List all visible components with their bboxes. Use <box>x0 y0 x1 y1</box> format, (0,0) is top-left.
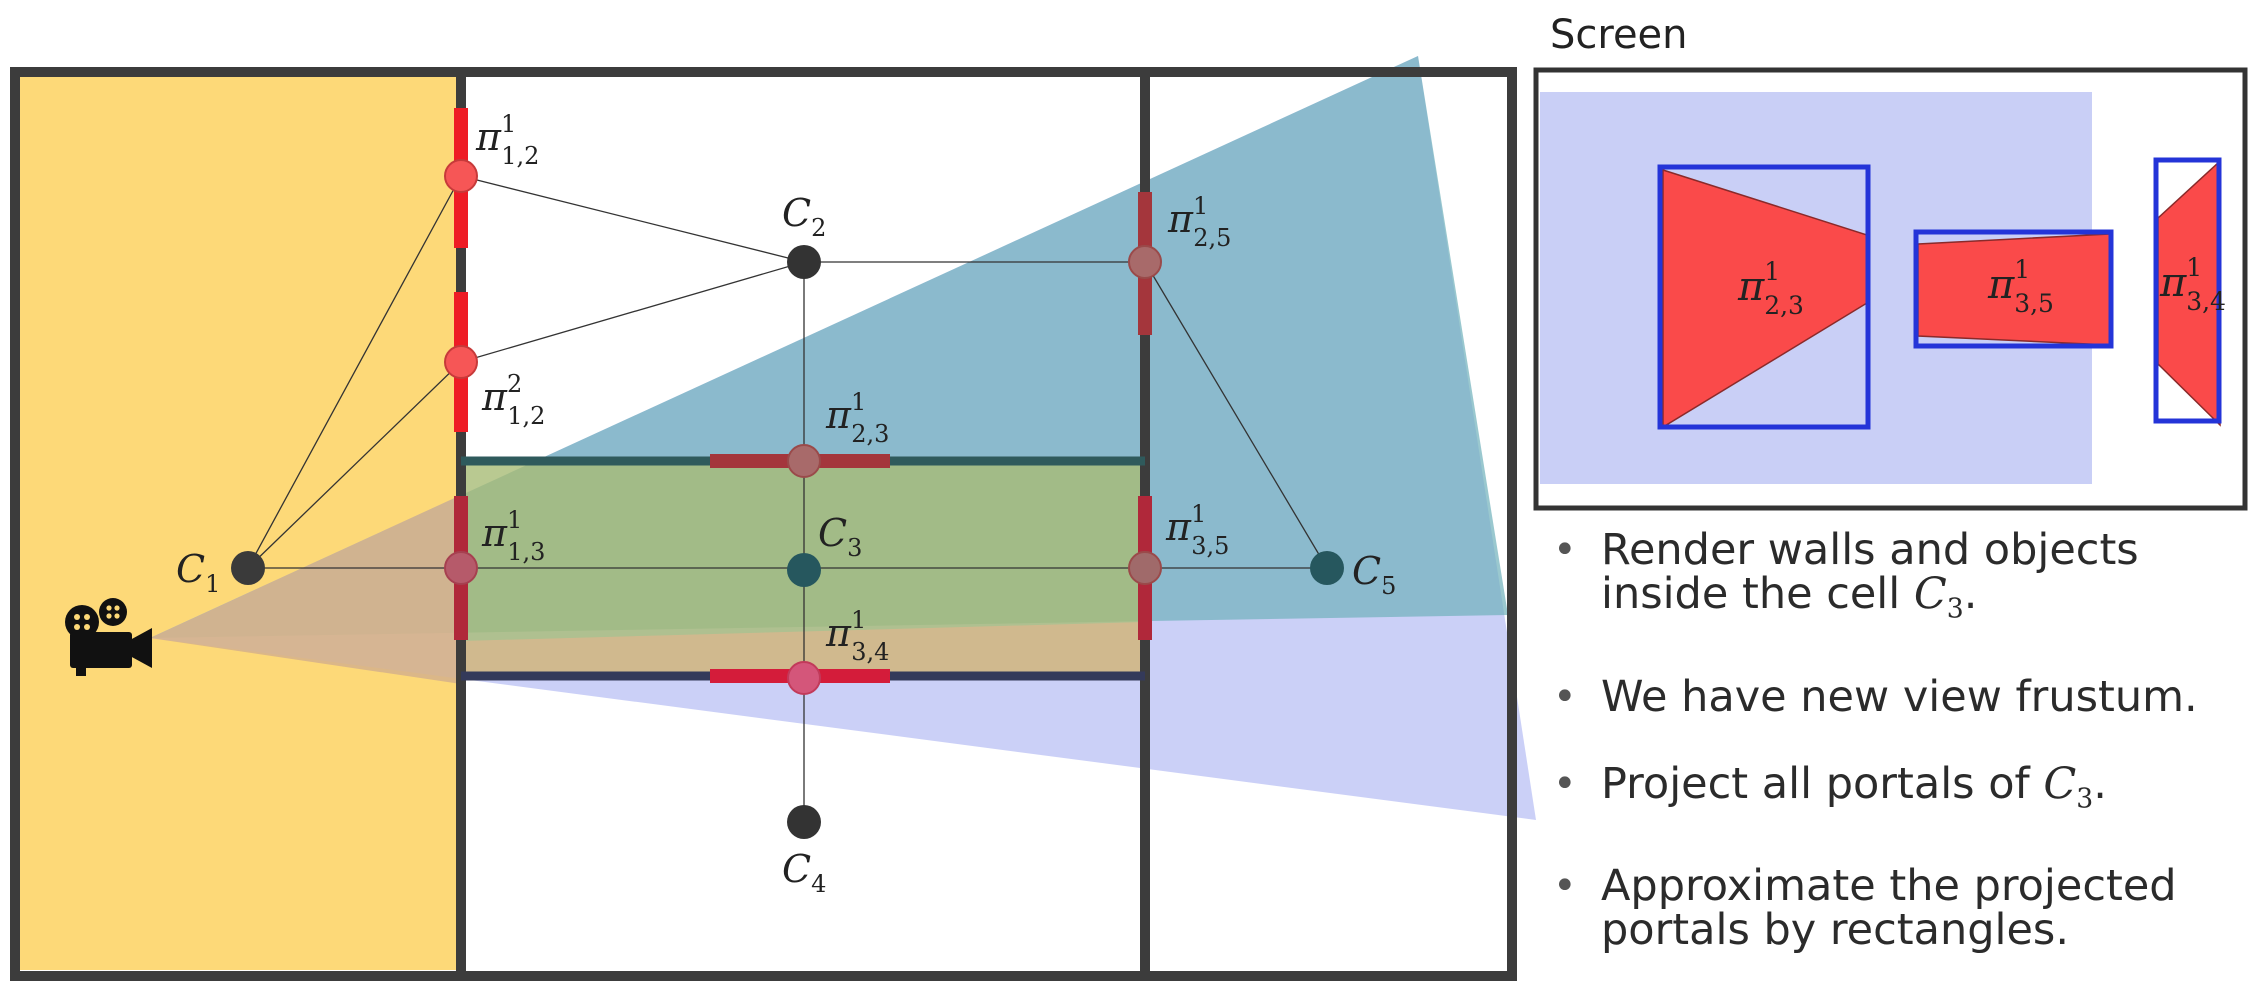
cell-1-region <box>15 74 461 970</box>
cell-node-5 <box>1310 551 1344 585</box>
cell-3-lower-overlap <box>461 622 1145 676</box>
portal-node-3-4 <box>787 661 821 695</box>
screen-title: Screen <box>1550 12 1688 58</box>
portal-node-2-5 <box>1128 245 1162 279</box>
bullet-approximate: Approximate the projected portals by rec… <box>1545 864 2245 952</box>
cell-label-3: C3 <box>818 511 862 562</box>
bounding-rect-3-4 <box>2153 157 2222 424</box>
cell-node-2 <box>787 245 821 279</box>
bullet-list: Render walls and objects inside the cell… <box>1545 528 2245 995</box>
movie-camera-icon <box>65 598 152 676</box>
cell-1-frustum-overlap <box>150 495 461 684</box>
bounding-rect-2-3 <box>1657 164 1871 430</box>
portal-nodes <box>444 159 1162 695</box>
cell-node-1 <box>231 551 265 585</box>
cell-label-4: C4 <box>782 847 826 898</box>
portal-node-2-3 <box>787 444 821 478</box>
cell-label-5: C5 <box>1352 549 1396 600</box>
cell-label-2: C2 <box>782 191 826 242</box>
portal-node-1-2-a <box>444 159 478 193</box>
bullet-new-frustum: We have new view frustum. <box>1545 675 2245 719</box>
adjacency-graph-edges <box>247 175 1328 820</box>
bounding-rect-3-5 <box>1913 229 2114 349</box>
portal-node-1-3 <box>444 551 478 585</box>
bullet-project-portals: Project all portals of C3. <box>1545 762 2245 822</box>
portal-node-3-5 <box>1128 551 1162 585</box>
cell-node-3 <box>787 553 821 587</box>
cell-nodes <box>231 245 1344 839</box>
cell-node-4 <box>787 805 821 839</box>
bullet-render-walls: Render walls and objects inside the cell… <box>1545 528 2245 632</box>
cell-label-1: C1 <box>176 547 220 598</box>
portal-node-1-2-b <box>444 345 478 379</box>
